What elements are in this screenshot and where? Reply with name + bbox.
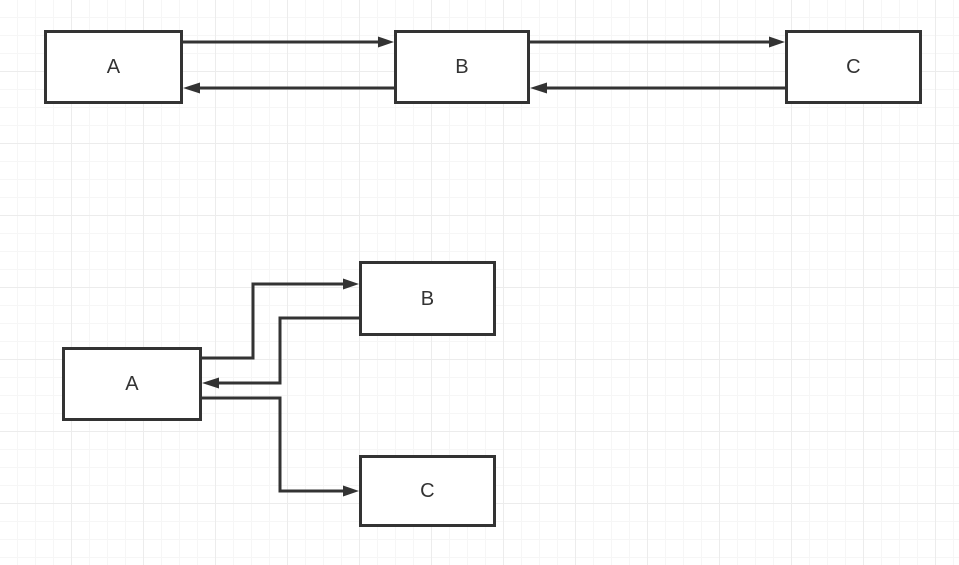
node-bottom-c[interactable]: C xyxy=(359,455,496,527)
edge-top-b-to-a[interactable] xyxy=(183,82,394,94)
arrow-head-icon xyxy=(343,485,359,497)
arrow-head-icon xyxy=(202,377,219,389)
edge-line xyxy=(202,396,344,493)
edge-top-b-to-c[interactable] xyxy=(530,36,785,48)
arrow-head-icon xyxy=(183,82,200,94)
arrow-head-icon xyxy=(530,82,547,94)
node-bottom-a[interactable]: A xyxy=(62,347,202,421)
edge-bottom-a-to-b[interactable] xyxy=(202,278,359,360)
node-label: C xyxy=(420,480,435,502)
edge-group-bottom xyxy=(202,278,359,497)
edge-top-c-to-b[interactable] xyxy=(530,82,785,94)
arrow-head-icon xyxy=(769,36,785,48)
edge-top-a-to-b[interactable] xyxy=(183,36,394,48)
node-top-a[interactable]: A xyxy=(44,30,183,104)
node-bottom-b[interactable]: B xyxy=(359,261,496,336)
node-label: B xyxy=(420,287,435,310)
arrow-head-icon xyxy=(343,278,359,290)
edge-bottom-b-to-a[interactable] xyxy=(202,316,359,389)
arrow-head-icon xyxy=(378,36,394,48)
edge-line xyxy=(218,316,359,385)
node-label: C xyxy=(846,56,861,78)
node-label: B xyxy=(455,56,469,78)
node-label: A xyxy=(125,373,139,395)
edge-bottom-a-to-c[interactable] xyxy=(202,396,359,497)
edge-line xyxy=(202,282,344,360)
node-top-b[interactable]: B xyxy=(394,30,530,104)
node-top-c[interactable]: C xyxy=(785,30,922,104)
node-label: A xyxy=(106,56,121,78)
